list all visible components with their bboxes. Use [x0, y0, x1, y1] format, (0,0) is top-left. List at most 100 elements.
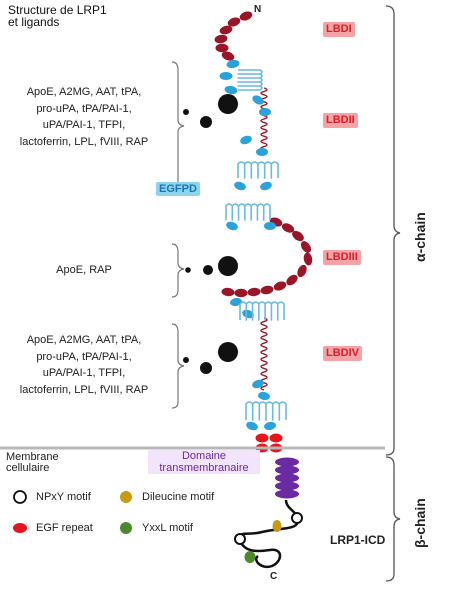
lbd3-repeat-7: [286, 274, 298, 286]
membrane-label: Membrane cellulaire: [6, 452, 59, 474]
egf-precursor-d-1: [234, 181, 246, 191]
ligand-group-1-line-1: ApoE, A2MG, AAT, tPA,: [26, 86, 142, 98]
legend-yxxl-symbol: [120, 522, 132, 534]
egf-precursor-f-1: [230, 297, 242, 307]
legend-dileucine-label: Dileucine motif: [142, 491, 215, 503]
ligand-group-1-line-2: pro-uPA, tPA/PAI-1,: [36, 102, 132, 115]
ligand-group-2-line-1: ApoE, RAP: [56, 264, 112, 276]
egf-precursor-c-2: [256, 148, 268, 156]
egf-precursor-g-2: [258, 391, 270, 401]
icd-label: LRP1-ICD: [330, 533, 386, 547]
lbd2-ligand-binding-repeats: [260, 87, 268, 151]
transmembrane-label: Domaine transmembranaire: [148, 450, 260, 474]
beta-chain-label: β-chain: [412, 498, 428, 548]
ligand-group-1-line-4: lactoferrin, LPL, fVIII, RAP: [19, 135, 149, 148]
legend-npxy-label: NPxY motif: [36, 491, 91, 503]
egf-precursor-g-1: [252, 379, 264, 389]
alpha-chain-label: α-chain: [412, 212, 428, 262]
ligand-group-2: ApoE, RAP: [4, 262, 164, 279]
ligand-group-brackets: [171, 61, 185, 409]
lbd3-label: LBDIII: [323, 250, 361, 265]
egf-precursor-a-3: [224, 85, 238, 95]
icd-yxxl-motif: [244, 551, 256, 563]
propeller-3: [225, 203, 271, 221]
legend-symbols: [13, 490, 132, 534]
icd-npxy-motif-1: [291, 512, 303, 524]
lbd3-repeat-9: [260, 285, 274, 295]
egf-precursor-h-2: [264, 421, 276, 431]
lbd1-repeat-6: [221, 51, 235, 61]
legend-yxxl-label: YxxL motif: [142, 522, 193, 534]
lbd3-repeat-11: [234, 288, 248, 298]
icd-dileucine-motif: [272, 520, 282, 532]
ligand-dot-group3-1: [183, 357, 189, 363]
ligand-dot-group1-3: [218, 94, 238, 114]
propeller-1: [237, 69, 263, 91]
transmembrane-label-line-1: Domaine: [181, 450, 227, 462]
n-terminus-label: N: [254, 4, 262, 15]
ligand-dots: [183, 94, 238, 374]
egf-precursor-a-1: [226, 59, 240, 69]
lbd3-repeat-8: [273, 281, 287, 291]
beta-propeller-domains: [225, 69, 287, 421]
lbd1-repeat-2: [227, 17, 241, 27]
lbd4-repeats-zigzag: [260, 317, 268, 391]
intracellular-domain: [234, 499, 303, 569]
membrane-label-line-1: Membrane: [6, 451, 59, 463]
egf-precursor-e-2: [264, 222, 276, 230]
ligand-group-3-line-4: lactoferrin, LPL, fVIII, RAP: [19, 383, 149, 396]
lbd2-label: LBDII: [323, 113, 358, 128]
egf-precursor-repeats: [219, 59, 276, 431]
lbd1-repeat-5: [215, 43, 229, 53]
icd-npxy-motif-2: [234, 533, 246, 545]
legend-egf-symbol: [13, 523, 27, 533]
lbd3-ligand-binding-repeats: [221, 217, 313, 298]
egf-precursor-b-1: [252, 95, 264, 105]
egf-precursor-e-1: [226, 221, 238, 231]
lbd3-repeat-3: [292, 230, 304, 242]
lbd3-repeat-2: [281, 223, 295, 233]
lbd1-repeat-3: [219, 25, 233, 35]
diagram-title: Structure de LRP1 et ligands: [8, 4, 107, 28]
lbd4-ligand-binding-repeats: [260, 317, 268, 391]
bracket-group-3: [171, 323, 185, 409]
lbd3-repeat-5: [303, 252, 313, 266]
transmembrane-helix-5: [275, 489, 299, 499]
ligand-group-3-line-2: pro-uPA, tPA/PAI-1,: [36, 350, 132, 363]
lbd2-repeats-zigzag: [260, 87, 268, 151]
ligand-group-3-line-3: uPA/PAI-1, TFPI,: [42, 367, 126, 379]
legend-dileucine-symbol: [120, 491, 132, 503]
egf-precursor-h-1: [246, 421, 258, 431]
egf-repeat-1: [255, 433, 269, 443]
lbd1-label: LBDI: [323, 22, 355, 37]
transmembrane-label-line-2: transmembranaire: [159, 462, 249, 474]
ligand-dot-group2-2: [203, 265, 213, 275]
transmembrane-helix-4: [275, 481, 299, 491]
ligand-group-3-line-1: ApoE, A2MG, AAT, tPA,: [26, 334, 142, 346]
egfpd-label: EGFPD: [156, 182, 200, 196]
ligand-dot-group3-3: [218, 342, 238, 362]
propeller-4: [239, 301, 285, 321]
egf-precursor-d-2: [260, 181, 272, 191]
title-line-2: et ligands: [8, 15, 60, 29]
chain-brackets: [385, 5, 401, 582]
ligand-dot-group1-2: [200, 116, 212, 128]
egf-precursor-a-2: [219, 72, 233, 80]
transmembrane-domain: [275, 457, 299, 499]
lbd4-label: LBDIV: [323, 346, 362, 361]
lbd3-repeat-6: [297, 264, 307, 278]
ligand-dot-group2-3: [218, 256, 238, 276]
bracket-group-1: [171, 61, 185, 187]
lbd1-repeat-1: [239, 11, 253, 21]
egf-precursor-f-2: [242, 309, 254, 319]
lbd3-repeat-12: [221, 287, 235, 297]
ligand-group-1: ApoE, A2MG, AAT, tPA, pro-uPA, tPA/PAI-1…: [4, 84, 164, 150]
egf-repeat-2: [269, 433, 283, 443]
lbd1-ligand-binding-repeats: [214, 11, 253, 61]
lbd1-repeat-4: [214, 34, 228, 44]
c-terminus-label: C: [270, 571, 278, 582]
propeller-5: [245, 401, 287, 421]
legend-egf-label: EGF repeat: [36, 522, 93, 534]
beta-chain-bracket: [385, 456, 401, 582]
